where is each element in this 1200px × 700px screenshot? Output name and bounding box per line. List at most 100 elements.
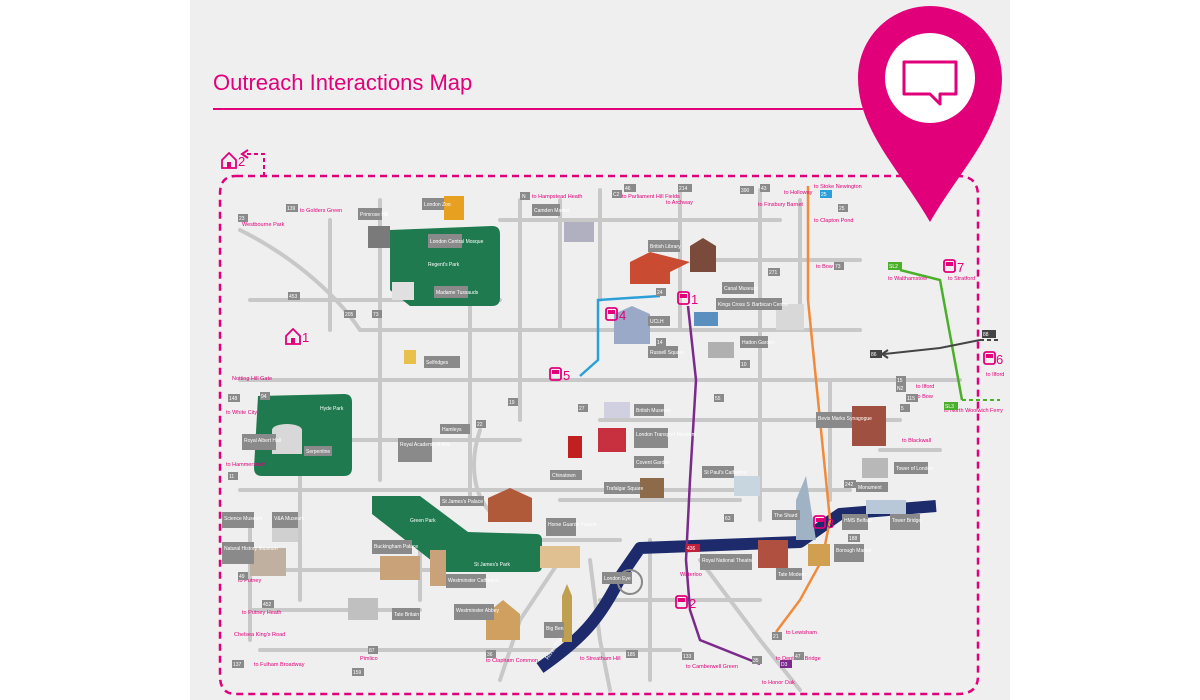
bus-route-badge: 23	[239, 216, 245, 222]
bus-route-badge: 88	[983, 332, 989, 338]
place-label: Royal Albert Hall	[244, 438, 281, 444]
bus-stop-icon	[675, 595, 688, 609]
place-label: Horse Guards Parade	[548, 522, 597, 528]
boundary-arrow	[240, 149, 249, 159]
marker-label: 6	[996, 352, 1003, 367]
bus-stop-marker-3[interactable]: 3	[813, 515, 834, 531]
place-label: HMS Belfast	[844, 518, 872, 524]
place-label: Hamleys	[442, 427, 462, 433]
place-labels: London Zoo Primrose Hill London Central …	[222, 198, 933, 638]
bus-stop-marker-2[interactable]: 2	[675, 595, 696, 611]
house-icon	[221, 151, 237, 169]
house-marker-1[interactable]: 1	[285, 327, 309, 345]
destination-label: to Stoke Newington	[814, 184, 862, 190]
bus-route-badge: 49	[239, 574, 245, 580]
bus-stop-marker-7[interactable]: 7	[943, 259, 964, 275]
place-label: Tate Modern	[778, 572, 806, 578]
bus-route-badge: 10	[741, 362, 747, 368]
destination-label: to Blackwall	[902, 438, 931, 444]
place-label: St Paul's Cathedral	[704, 470, 747, 476]
destination-label: to Fulham Broadway	[254, 662, 305, 668]
destination-label: to Putney Heath	[242, 610, 281, 616]
destination-label: to Honor Oak	[762, 680, 795, 686]
place-label: Waterloo	[680, 572, 702, 578]
bus-route-badge: 35	[753, 658, 759, 664]
destination-label: to North Woolwich Ferry	[944, 408, 1003, 414]
bus-route-badge: 15	[897, 378, 903, 384]
bus-route-badge: 25	[821, 192, 827, 198]
route-green	[899, 268, 964, 401]
bus-stop-marker-6[interactable]: 6	[983, 351, 1003, 367]
st-james-park-label: St James's Park	[474, 562, 510, 568]
bus-route-badge: 43	[761, 186, 767, 192]
place-label: St James's Palace	[442, 499, 483, 505]
bus-route-badge: 55	[715, 396, 721, 402]
place-label: The Shard	[774, 513, 798, 519]
bus-route-badge: 27	[579, 406, 585, 412]
place-label: British Museum	[636, 408, 670, 414]
bus-stop-marker-5[interactable]: 5	[549, 367, 570, 383]
place-label: Big Ben	[546, 626, 564, 632]
destination-label: to Hammersmith	[226, 462, 266, 468]
bus-route-badge: 159	[353, 670, 362, 676]
bus-route-badge: 137	[233, 662, 242, 668]
marker-label: 7	[957, 260, 964, 275]
destination-label: to Parliament Hill Fields	[622, 194, 680, 200]
bus-route-badge: 36	[487, 652, 493, 658]
bus-route-badge: 86	[871, 352, 877, 358]
route-purple	[684, 305, 761, 666]
bus-route-badge: N	[522, 194, 526, 200]
hyde-park-label: Hyde Park	[320, 406, 344, 412]
destination-label: Chelsea King's Road	[234, 632, 285, 638]
bus-stop-icon	[943, 259, 956, 273]
bus-stop-marker-1[interactable]: 1	[677, 291, 698, 307]
place-label: Madame Tussauds	[436, 290, 479, 296]
marker-label: 3	[827, 516, 834, 531]
destination-label: to Bow	[916, 394, 933, 400]
marker-label: 2	[238, 154, 245, 169]
place-label: Russell Square	[650, 350, 684, 356]
bus-stop-icon	[983, 351, 996, 365]
bus-route-badge: 242	[845, 482, 854, 488]
destination-label: to Clapton Pond	[814, 218, 853, 224]
place-label: London Central Mosque	[430, 239, 484, 245]
bus-route-badge: 390	[741, 188, 750, 194]
house-marker-2[interactable]: 2	[221, 151, 245, 169]
bus-stop-marker-4[interactable]: 4	[605, 307, 626, 323]
regents-park-label: Regent's Park	[428, 262, 460, 268]
place-label: Canal Museum	[724, 286, 758, 292]
green-and-st-james-park: Green Park St James's Park	[372, 496, 542, 572]
marker-label: 2	[689, 596, 696, 611]
place-label: V&A Museum	[274, 516, 304, 522]
destination-label: to White City	[226, 410, 257, 416]
bus-stop-icon	[605, 307, 618, 321]
bus-route-badge: 271	[769, 270, 778, 276]
place-label: London Zoo	[424, 202, 451, 208]
place-label: UCLH	[650, 319, 664, 325]
title-rule	[213, 108, 863, 110]
place-label: Tate Britain	[394, 612, 419, 618]
destination-label: Pimlico	[360, 656, 378, 662]
place-label: Primrose Hill	[360, 212, 388, 218]
bus-stop-icon	[549, 367, 562, 381]
place-label: Trafalgar Square	[606, 486, 644, 492]
destination-label: to Putney	[238, 578, 261, 584]
boundary-link	[244, 153, 265, 176]
bus-route-badge: 46	[625, 186, 631, 192]
bus-route-badge: 453	[289, 294, 298, 300]
place-label: Kings Cross Station	[718, 302, 762, 308]
place-label: Barbican Centre	[752, 302, 788, 308]
bus-route-badge: 205	[345, 312, 354, 318]
green-park-label: Green Park	[410, 518, 436, 524]
place-label: Natural History Museum	[224, 546, 278, 552]
place-label: Science Museum	[224, 516, 262, 522]
destination-label: Notting Hill Gate	[232, 376, 272, 382]
bus-route-badge: 436	[687, 546, 696, 552]
place-label: Westminster Abbey	[456, 608, 499, 614]
place-label: British Library	[650, 244, 681, 250]
speech-bubble-icon	[902, 60, 958, 106]
route-orange	[775, 186, 832, 633]
bus-route-badge: D3	[781, 662, 788, 668]
